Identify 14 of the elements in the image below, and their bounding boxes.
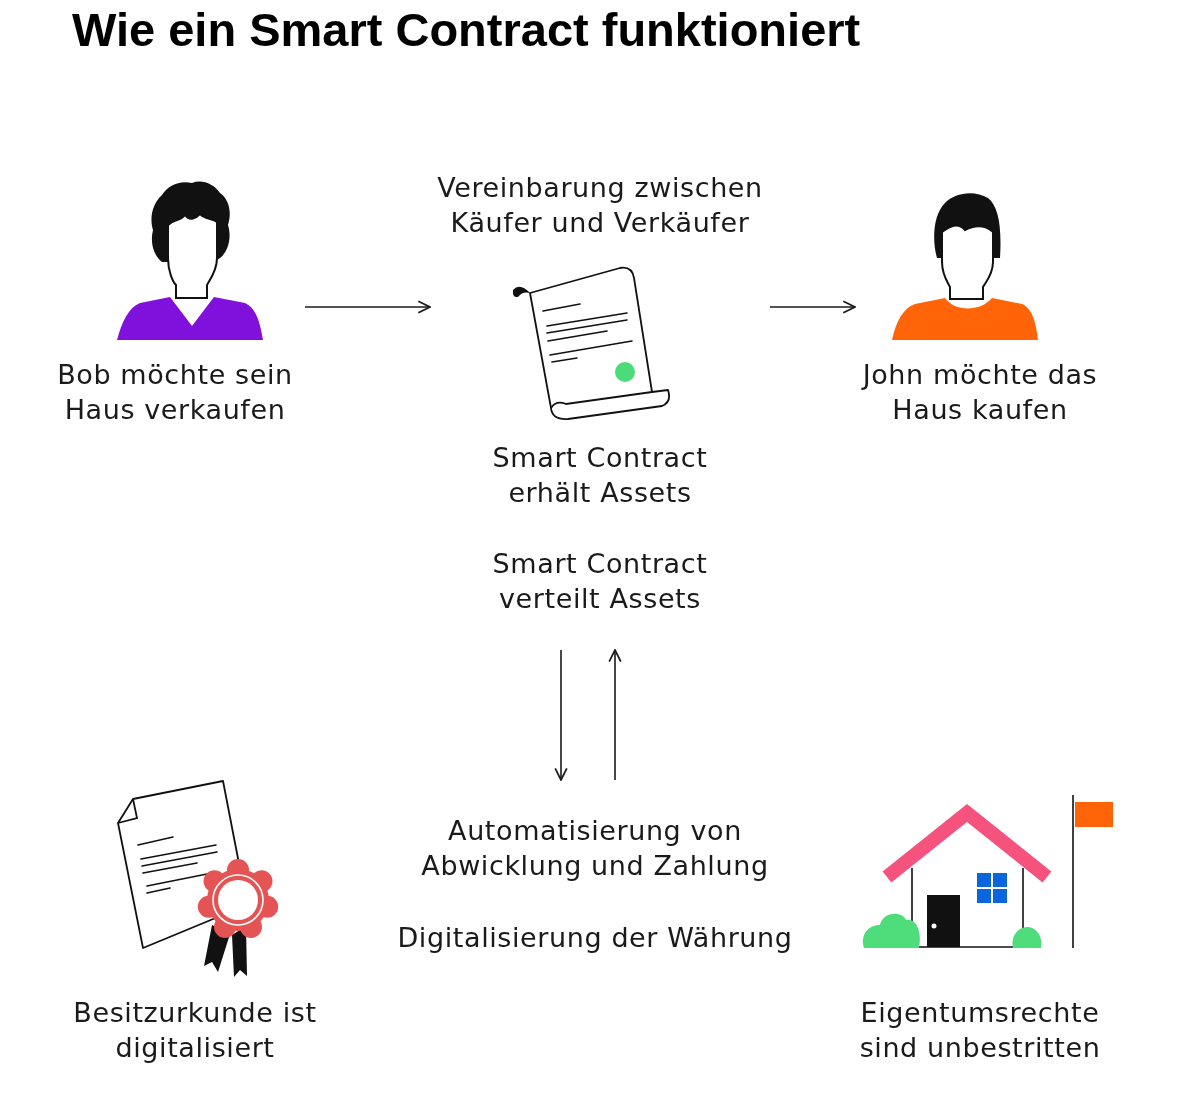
node-label: Eigentumsrechte sind unbestritten xyxy=(858,996,1102,1065)
arrow xyxy=(769,300,856,314)
node-label: Digitalisierung der Währung xyxy=(396,921,794,955)
node-label: Bob möchte sein Haus verkaufen xyxy=(56,358,294,427)
title: Wie ein Smart Contract funktioniert xyxy=(72,2,861,58)
node-label: Automatisierung von Abwicklung und Zahlung xyxy=(420,814,770,883)
node-heading: Vereinbarung zwischen Käufer und Verkäufer xyxy=(436,171,764,240)
node-label: Smart Contract erhält Assets xyxy=(491,441,709,510)
node-label: Besitzurkunde ist digitalisiert xyxy=(72,996,318,1065)
node-label: John möchte das Haus kaufen xyxy=(861,358,1099,427)
arrow xyxy=(304,300,431,314)
arrow xyxy=(608,649,622,781)
node-label: Smart Contract verteilt Assets xyxy=(491,547,709,616)
arrow xyxy=(554,649,568,781)
